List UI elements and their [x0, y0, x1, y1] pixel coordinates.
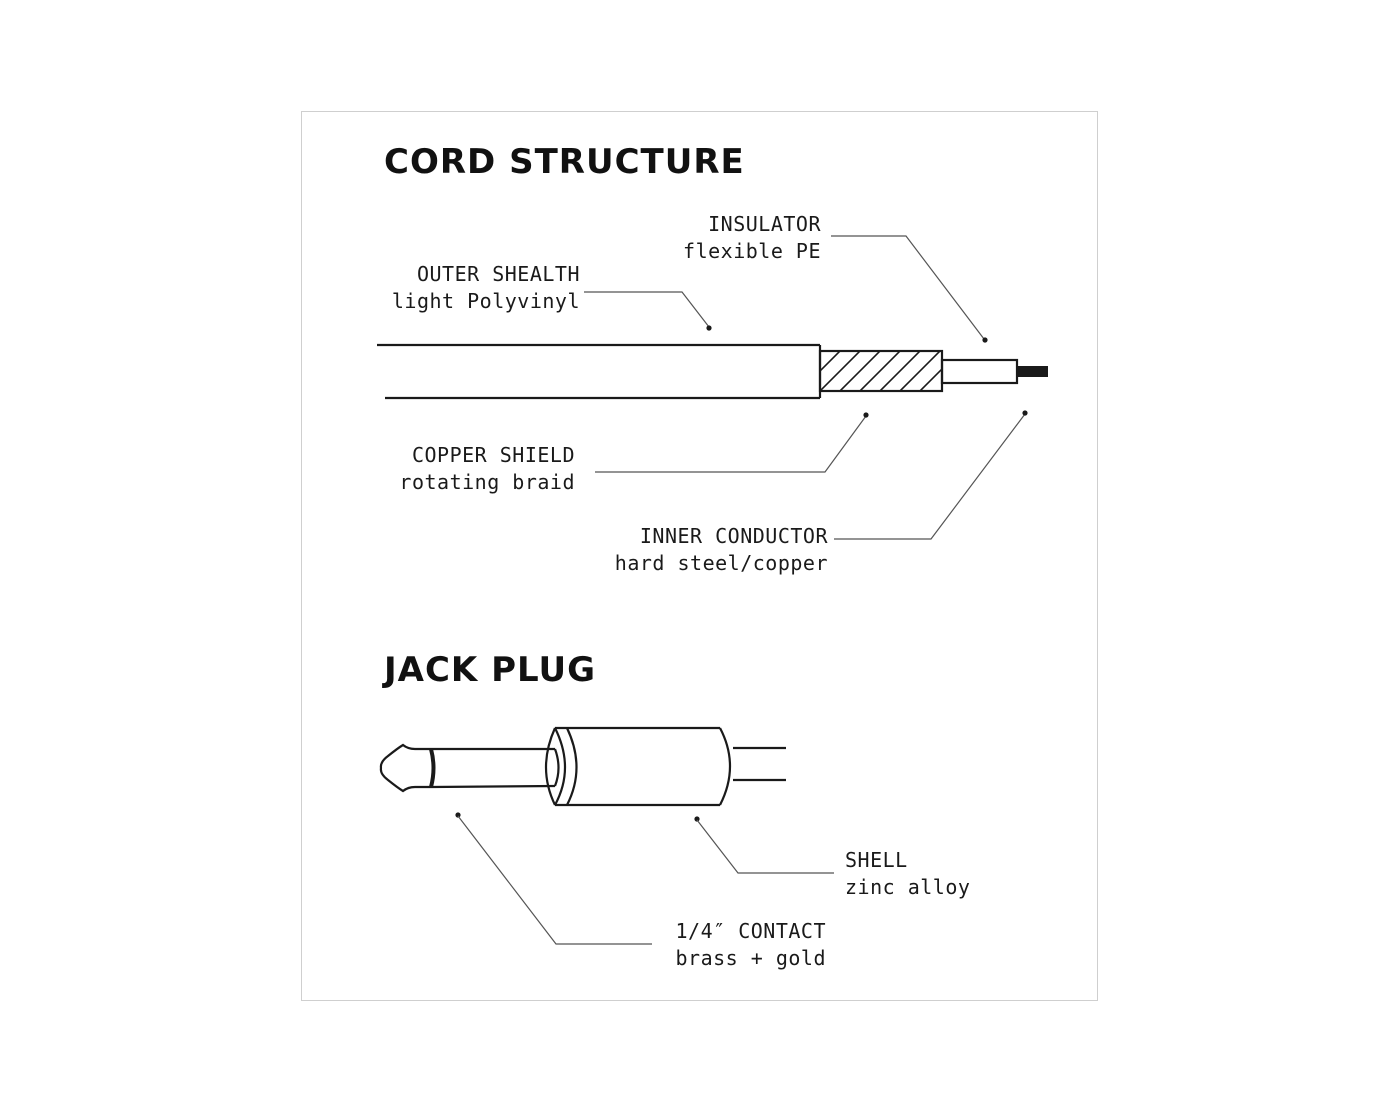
- contact-label: 1/4″ CONTACT: [676, 919, 827, 943]
- plug-sleeve-shape: [431, 747, 560, 789]
- outer-sheath-leader-dot: [706, 325, 712, 331]
- copper-shield-label: COPPER SHIELD: [412, 443, 575, 467]
- plug-tip-shape: [379, 743, 432, 793]
- insulator-shape: [940, 358, 1019, 385]
- contact-leader-dot: [455, 812, 461, 818]
- shell-leader-dot: [694, 816, 700, 822]
- inner-conductor-label: INNER CONDUCTOR: [640, 524, 829, 548]
- cord-illustration: [377, 343, 1048, 400]
- callout-shell: SHELL zinc alloy: [694, 816, 970, 899]
- inner-conductor-leader-line: [834, 413, 1026, 540]
- copper-shield-leader-line: [595, 415, 867, 473]
- jack-plug-illustration: [379, 726, 786, 807]
- insulator-leader-line: [831, 235, 985, 340]
- callout-copper-shield: COPPER SHIELD rotating braid: [399, 412, 869, 494]
- callout-inner-conductor: INNER CONDUCTOR hard steel/copper: [615, 410, 1028, 575]
- shell-leader-line: [696, 819, 834, 874]
- callout-contact: 1/4″ CONTACT brass + gold: [455, 812, 826, 970]
- copper-shield-material: rotating braid: [399, 470, 575, 494]
- copper-shield-leader-dot: [863, 412, 869, 418]
- plug-shell-body-shape: [555, 726, 732, 807]
- callout-outer-sheath: OUTER SHEALTH light Polyvinyl: [392, 262, 712, 331]
- shell-label: SHELL: [845, 848, 908, 872]
- plug-cable-shape: [733, 746, 786, 782]
- insulator-label: INSULATOR: [708, 212, 821, 236]
- plug-ring-band: [429, 748, 436, 788]
- inner-conductor-material: hard steel/copper: [615, 551, 828, 575]
- diagram-frame: [301, 111, 1098, 1001]
- insulator-leader-dot: [982, 337, 988, 343]
- jack-plug-title: JACK PLUG: [382, 650, 596, 690]
- inner-conductor-shape: [1017, 366, 1048, 377]
- callout-insulator: INSULATOR flexible PE: [683, 212, 988, 343]
- shell-material: zinc alloy: [845, 875, 970, 899]
- outer-sheath-shape: [377, 343, 822, 400]
- plug-collar-shape: [544, 727, 578, 806]
- copper-shield-shape: [818, 349, 944, 393]
- outer-sheath-material: light Polyvinyl: [392, 289, 580, 313]
- insulator-material: flexible PE: [683, 239, 821, 263]
- cord-structure-title: CORD STRUCTURE: [384, 142, 745, 182]
- outer-sheath-leader-line: [584, 291, 710, 328]
- contact-leader-line: [457, 815, 652, 945]
- contact-material: brass + gold: [676, 946, 827, 970]
- inner-conductor-leader-dot: [1022, 410, 1028, 416]
- outer-sheath-label: OUTER SHEALTH: [417, 262, 580, 286]
